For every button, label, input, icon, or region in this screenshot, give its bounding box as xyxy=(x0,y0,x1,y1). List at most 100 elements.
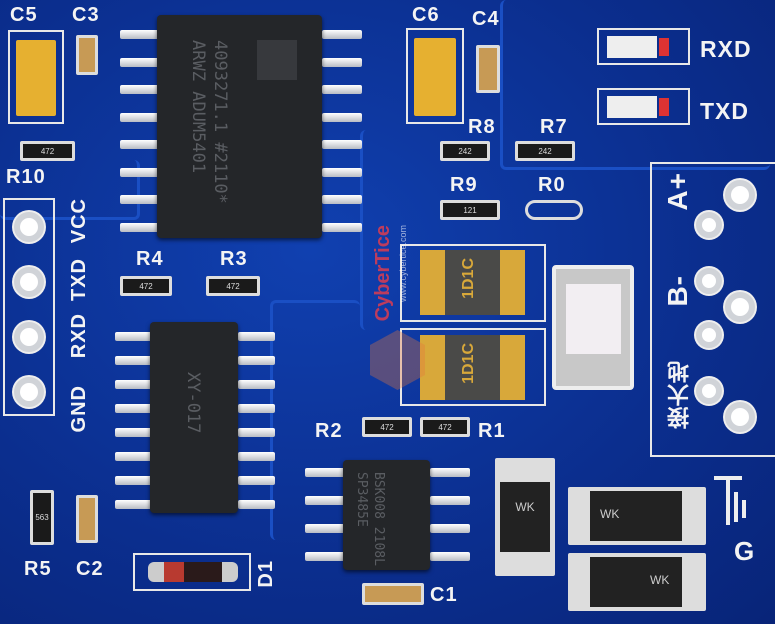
chip-pin xyxy=(115,476,152,485)
header-pin-rxd[interactable] xyxy=(14,322,44,352)
fuse-outline xyxy=(400,328,546,406)
label-c2: C2 xyxy=(76,558,104,580)
watermark-url: www.cybertice.com xyxy=(398,225,408,303)
chip-pin xyxy=(115,428,152,437)
chip-pin xyxy=(430,468,470,477)
chip-pin xyxy=(120,195,160,204)
terminal-b-minus[interactable] xyxy=(725,292,755,322)
fuse: 1D1C xyxy=(420,250,525,315)
chip-pin xyxy=(115,380,152,389)
chip-pin xyxy=(305,524,345,533)
watermark-brand: CyberTice xyxy=(372,225,394,322)
txd-led xyxy=(597,88,690,125)
label-vcc: VCC xyxy=(68,198,90,244)
chip-pin xyxy=(238,380,275,389)
chip-pin xyxy=(115,404,152,413)
chip-line: ARWZ xyxy=(188,40,208,81)
resistor-r3: 472 xyxy=(206,276,260,296)
chip-pin xyxy=(115,332,152,341)
tantalum-capacitor xyxy=(16,40,56,116)
isolator-chip: 4093271.1 #2110* ARWZ ADUM5401 xyxy=(157,15,322,238)
capacitor xyxy=(76,495,98,543)
label-c6: C6 xyxy=(412,4,440,26)
chip-pin xyxy=(238,476,275,485)
smd-diode: WK xyxy=(568,553,706,611)
trace xyxy=(500,0,770,170)
chip-pin xyxy=(120,30,160,39)
chip-pin xyxy=(430,524,470,533)
ground-icon xyxy=(714,462,754,532)
header-pin-vcc[interactable] xyxy=(14,212,44,242)
label-c3: C3 xyxy=(72,4,100,26)
chip-pin xyxy=(115,500,152,509)
chip-line: XY-017 xyxy=(183,372,203,434)
capacitor xyxy=(76,35,98,75)
c6-outline xyxy=(406,28,464,124)
resistor-r5: 563 xyxy=(30,490,54,545)
fuse-marking: 1D1C xyxy=(460,258,477,299)
chip-pin xyxy=(115,452,152,461)
header-pin-gnd[interactable] xyxy=(14,377,44,407)
chip-pin xyxy=(120,112,160,122)
fuse-outline xyxy=(400,244,546,322)
label-gnd: GND xyxy=(68,385,90,433)
resistor-r8: 242 xyxy=(440,141,490,161)
tvs-component xyxy=(552,265,634,390)
chip-pin xyxy=(238,332,275,341)
label-r9: R9 xyxy=(450,174,478,196)
chip-pin xyxy=(115,356,152,365)
chip-line: 2108L xyxy=(371,526,386,566)
resistor-r10: 472 xyxy=(20,141,75,161)
label-rxd: RXD xyxy=(68,313,90,359)
label-r1: R1 xyxy=(478,420,506,442)
chip-pin xyxy=(120,85,160,94)
chip-pin xyxy=(120,222,160,232)
label-g: G xyxy=(734,536,756,566)
terminal-via xyxy=(696,378,722,404)
chip-pin xyxy=(238,452,275,461)
header-pin-txd[interactable] xyxy=(14,267,44,297)
terminal-via xyxy=(696,212,722,238)
chip-pin xyxy=(305,552,345,561)
chip-line: 4093271.1 xyxy=(210,40,230,133)
trace xyxy=(0,160,140,220)
jumper-r0 xyxy=(525,200,583,220)
capacitor xyxy=(362,583,424,605)
chip-pin xyxy=(305,496,345,505)
label-a-plus: A+ xyxy=(662,172,693,211)
tantalum-capacitor xyxy=(414,38,456,116)
resistor-r4: 472 xyxy=(120,276,172,296)
chip-pin xyxy=(322,222,362,232)
chip-pin xyxy=(322,112,362,122)
label-c4: C4 xyxy=(472,8,500,30)
trace xyxy=(270,300,360,540)
rxd-led xyxy=(597,28,690,65)
label-r5: R5 xyxy=(24,558,52,580)
resistor-r1: 472 xyxy=(420,417,470,437)
chip-pin xyxy=(322,140,362,149)
chip-pin xyxy=(305,468,345,477)
terminal-outline xyxy=(650,162,775,457)
fuse-marking: 1D1C xyxy=(460,343,477,384)
chip-line: ADUM5401 xyxy=(188,91,208,174)
label-c1: C1 xyxy=(430,584,458,606)
label-r10: R10 xyxy=(6,166,46,188)
d1-outline xyxy=(133,553,251,591)
chip-pin xyxy=(238,356,275,365)
terminal-a-plus[interactable] xyxy=(725,180,755,210)
terminal-earth[interactable] xyxy=(725,402,755,432)
label-r7: R7 xyxy=(540,116,568,138)
label-d1: D1 xyxy=(255,560,277,588)
chip-pin xyxy=(430,552,470,561)
smd-diode: WK xyxy=(568,487,706,545)
chip-pin xyxy=(322,85,362,94)
label-r2: R2 xyxy=(315,420,343,442)
chip-pin xyxy=(322,195,362,204)
terminal-via xyxy=(696,268,722,294)
smd-diode: WK xyxy=(495,458,555,576)
label-rxd: RXD xyxy=(700,36,752,62)
header-outline xyxy=(3,198,55,416)
mcu-chip: XY-017 xyxy=(150,322,238,513)
label-r0: R0 xyxy=(538,174,566,196)
chip-pin xyxy=(322,57,362,67)
